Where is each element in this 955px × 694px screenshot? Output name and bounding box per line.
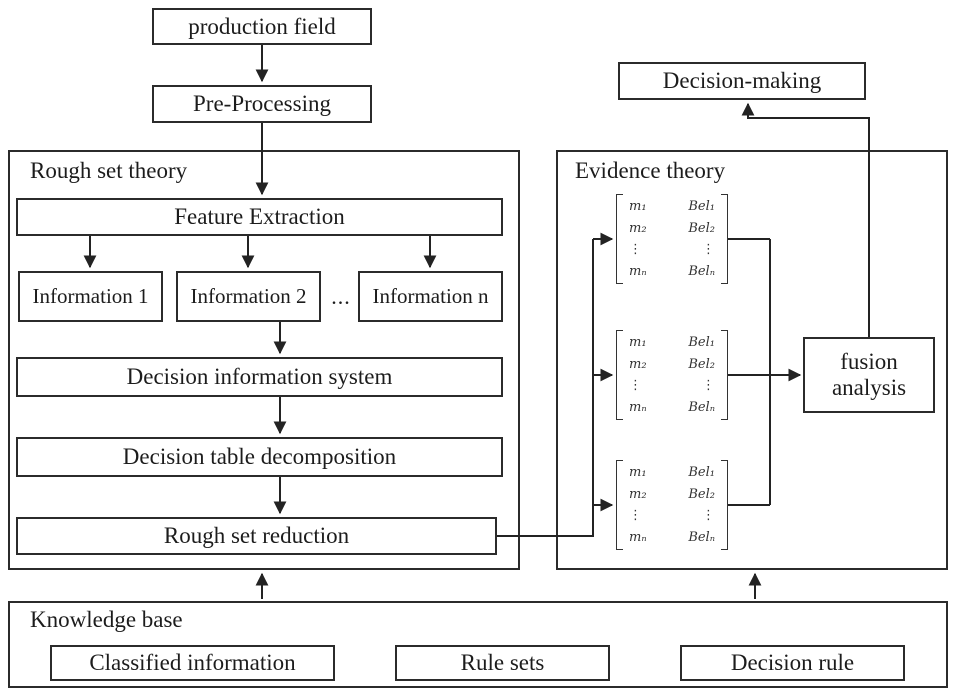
knowledge-base-label: Knowledge base [30, 607, 183, 632]
matrix-cell: ⋮ [702, 242, 715, 258]
matrix-cell: mₙ [629, 263, 647, 279]
matrix-cell: Belₙ [688, 399, 715, 415]
rough-set-reduction-node: Rough set reduction [16, 517, 497, 555]
matrix-row: m₁ Bel₁ [629, 465, 715, 480]
matrix-row: m₂ Bel₂ [629, 221, 715, 236]
matrix-cell: m₂ [629, 220, 647, 236]
knowledge-base-container [8, 601, 948, 688]
matrix-row: ⋮⋮ [629, 508, 715, 523]
matrix-cell: Bel₁ [688, 465, 715, 481]
production-field-node: production field [152, 8, 372, 45]
matrix-right-bracket [721, 460, 728, 550]
pre-processing-node: Pre-Processing [152, 85, 372, 123]
matrix-cell: ⋮ [702, 378, 715, 394]
decision-information-system-node: Decision information system [16, 357, 503, 397]
information-2-node: Information 2 [176, 271, 321, 322]
matrix-row: m₂ Bel₂ [629, 357, 715, 372]
information-1-node: Information 1 [18, 271, 163, 322]
matrix-row: mₙ Belₙ [629, 400, 715, 415]
evidence-theory-label: Evidence theory [575, 158, 726, 183]
matrix-left-bracket [616, 194, 623, 284]
matrix-cell: Bel₂ [688, 356, 715, 372]
decision-rule-node: Decision rule [680, 645, 905, 681]
matrix-row: mₙ Belₙ [629, 264, 715, 279]
matrix-cell: ⋮ [629, 378, 642, 394]
rough-set-theory-label: Rough set theory [30, 158, 188, 183]
matrix-row: m₁ Bel₁ [629, 335, 715, 350]
matrix-row: m₂ Bel₂ [629, 487, 715, 502]
matrix-cell: ⋮ [629, 242, 642, 258]
matrix-cell: Bel₁ [688, 335, 715, 351]
matrix-cell: Bel₂ [688, 220, 715, 236]
matrix-cell: ⋮ [629, 508, 642, 524]
rule-sets-node: Rule sets [395, 645, 610, 681]
matrix-row: ⋮⋮ [629, 242, 715, 257]
matrix-cell: ⋮ [702, 508, 715, 524]
matrix-row: ⋮⋮ [629, 378, 715, 393]
matrix-row: m₁ Bel₁ [629, 199, 715, 214]
decision-making-node: Decision-making [618, 62, 866, 100]
decision-table-decomposition-node: Decision table decomposition [16, 437, 503, 477]
matrix-cell: Belₙ [688, 529, 715, 545]
matrix-cell: mₙ [629, 529, 647, 545]
matrix-left-bracket [616, 460, 623, 550]
matrix-right-bracket [721, 194, 728, 284]
matrix-cell: Belₙ [688, 263, 715, 279]
matrix-cell: m₂ [629, 486, 647, 502]
matrix-cell: m₁ [629, 335, 647, 351]
matrix-cell: Bel₁ [688, 199, 715, 215]
classified-information-node: Classified information [50, 645, 335, 681]
matrix-row: mₙ Belₙ [629, 530, 715, 545]
matrix-cell: m₂ [629, 356, 647, 372]
matrix-right-bracket [721, 330, 728, 420]
information-ellipsis: ... [331, 284, 351, 309]
matrix-cell: Bel₂ [688, 486, 715, 502]
information-n-node: Information n [358, 271, 503, 322]
matrix-cell: m₁ [629, 465, 647, 481]
matrix-cell: mₙ [629, 399, 647, 415]
fusion-analysis-node: fusion analysis [803, 337, 935, 413]
feature-extraction-node: Feature Extraction [16, 198, 503, 236]
matrix-cell: m₁ [629, 199, 647, 215]
matrix-left-bracket [616, 330, 623, 420]
